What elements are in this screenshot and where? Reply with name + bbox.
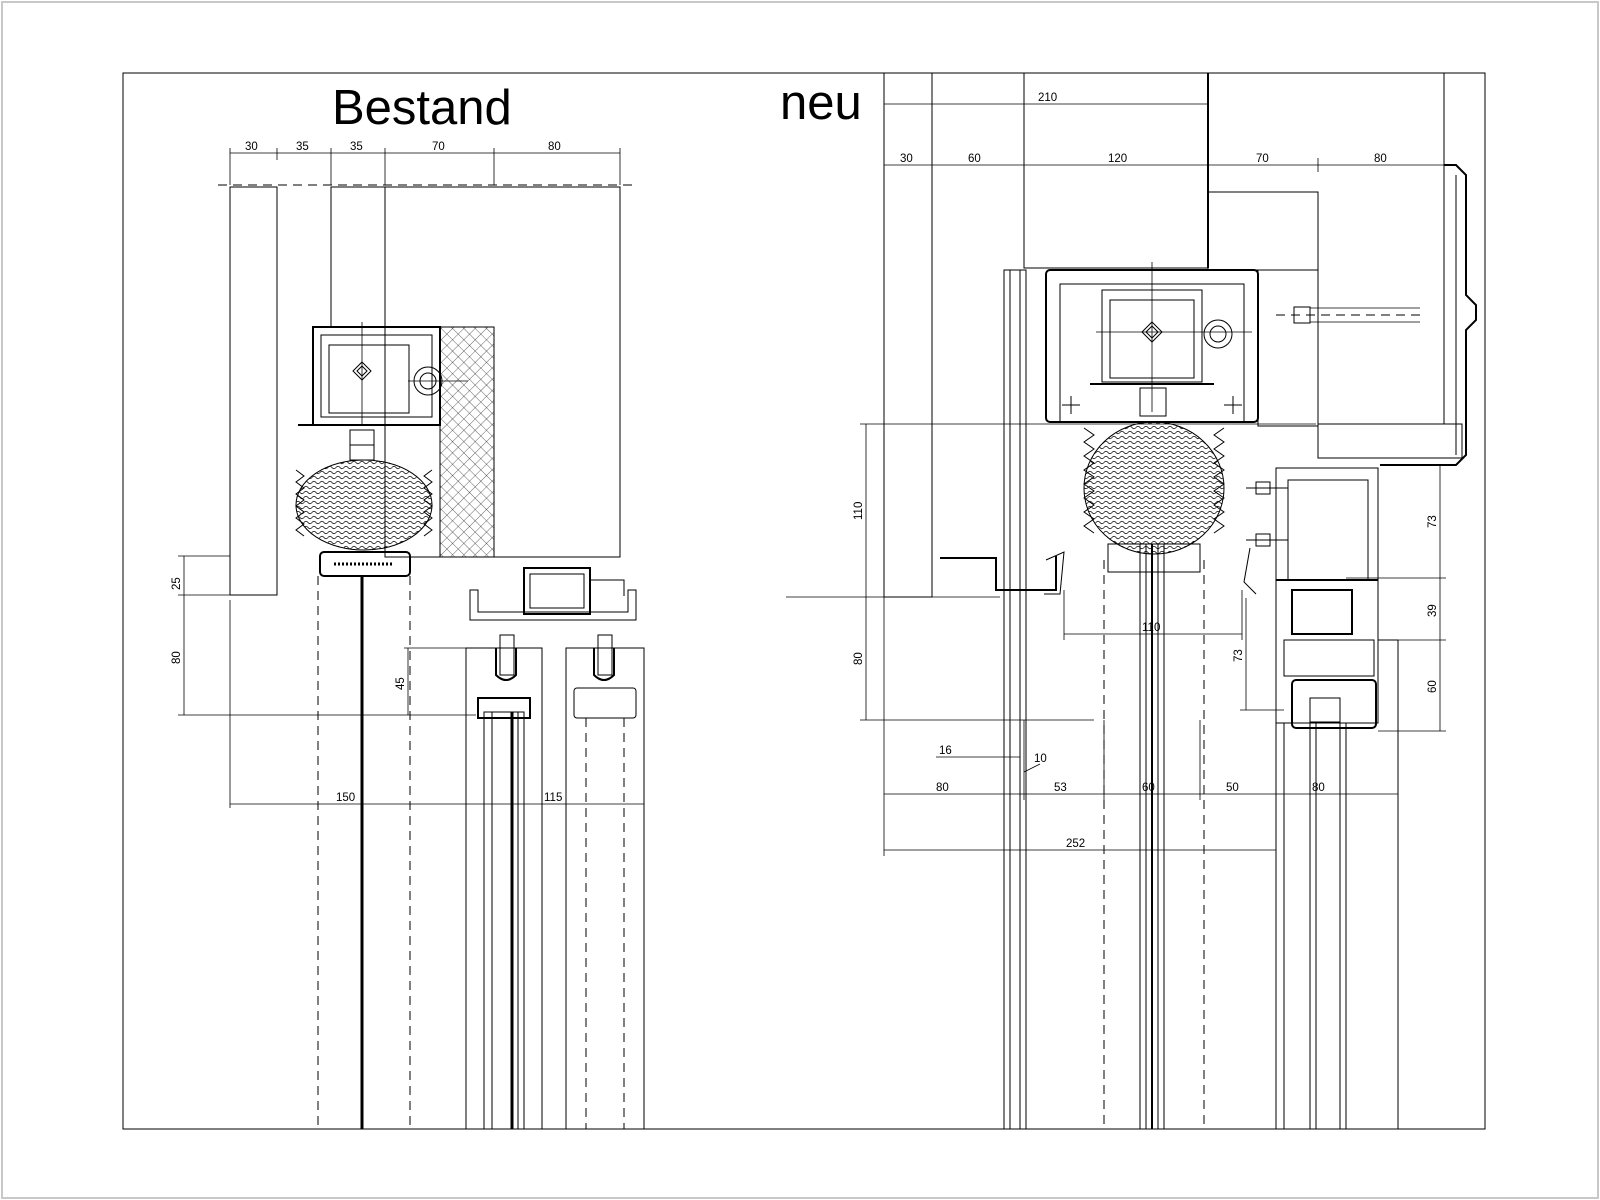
dim-b60: 60 <box>1142 782 1155 794</box>
dim-b80a: 80 <box>936 782 949 794</box>
insulation-side <box>1207 191 1319 271</box>
dim-b50: 50 <box>1226 782 1239 794</box>
anchor-bolt <box>1276 306 1420 324</box>
dim-b53: 53 <box>1054 782 1067 794</box>
dim-30: 30 <box>245 141 258 153</box>
concrete-lintel-new <box>1207 72 1445 425</box>
dim-80v: 80 <box>171 651 183 664</box>
dim-35b: 35 <box>350 141 363 153</box>
dim-110h: 110 <box>1142 622 1160 634</box>
roller-head-box-new <box>1045 262 1259 423</box>
dim-150: 150 <box>336 792 355 804</box>
rolled-blind <box>295 459 433 551</box>
dim-80v-right: 80 <box>853 652 865 665</box>
dim-r60: 60 <box>968 153 981 165</box>
dim-bottom-left: 150 115 <box>229 600 645 808</box>
dim-25: 25 <box>171 577 183 590</box>
dim-110v: 110 <box>853 502 865 520</box>
dim-b80b: 80 <box>1312 782 1325 794</box>
roller-head-box <box>298 322 468 426</box>
dim-16: 16 <box>939 745 952 757</box>
dim-73: 73 <box>1427 515 1439 528</box>
dim-r70: 70 <box>1256 153 1269 165</box>
steel-channel <box>469 567 637 621</box>
dim-inner: 110 73 <box>1063 590 1284 711</box>
dim-35a: 35 <box>296 141 309 153</box>
dim-r80: 80 <box>1374 153 1387 165</box>
title-bestand: Bestand <box>332 81 512 135</box>
insulation-block <box>439 326 495 558</box>
dim-252: 252 <box>1066 838 1085 850</box>
window-frame-right <box>565 634 645 1130</box>
dim-210: 210 <box>884 92 1208 105</box>
facade-panel <box>229 186 278 596</box>
dim-vertical-left: 25 80 45 <box>171 555 476 716</box>
end-bar-new <box>1107 543 1201 573</box>
rolled-blind-new <box>1083 421 1225 555</box>
dim-39: 39 <box>1427 604 1439 617</box>
facade-panel-new <box>883 72 933 598</box>
dim-r120: 120 <box>1108 153 1127 165</box>
roller-axle-new <box>1139 387 1167 417</box>
drawing-border <box>122 72 1486 1130</box>
svg-text:210: 210 <box>1038 92 1057 104</box>
guide-rail <box>940 269 1057 1130</box>
insulation-strip <box>330 186 386 328</box>
concrete-lintel <box>384 186 621 558</box>
insulation-strip-new <box>1257 269 1319 427</box>
end-bar <box>319 551 411 577</box>
dim-glass: 16 10 <box>936 745 1047 773</box>
window-frame-new <box>1275 467 1399 1129</box>
dim-top-right: 30 60 120 70 80 <box>884 153 1444 172</box>
lintel-insulation <box>1317 423 1463 459</box>
dim-45: 45 <box>395 677 407 690</box>
window-frame-left <box>465 634 543 1130</box>
dim-vertical-right: 73 39 60 <box>1346 464 1446 732</box>
title-neu: neu <box>780 76 862 130</box>
dim-70: 70 <box>432 141 445 153</box>
dim-10: 10 <box>1034 753 1047 765</box>
dim-80: 80 <box>548 141 561 153</box>
dim-bottom-right: 80 53 60 50 80 252 <box>883 597 1399 856</box>
dim-73-inner: 73 <box>1233 649 1245 662</box>
cladding-profile <box>1380 164 1477 466</box>
dim-r30: 30 <box>900 153 913 165</box>
dim-vertical-right-left: 110 80 <box>786 423 1316 721</box>
fixing-screws <box>1246 481 1288 547</box>
dim-60: 60 <box>1427 680 1439 693</box>
dim-top-left: 30 35 35 70 80 <box>229 141 621 185</box>
dim-115: 115 <box>544 792 562 804</box>
